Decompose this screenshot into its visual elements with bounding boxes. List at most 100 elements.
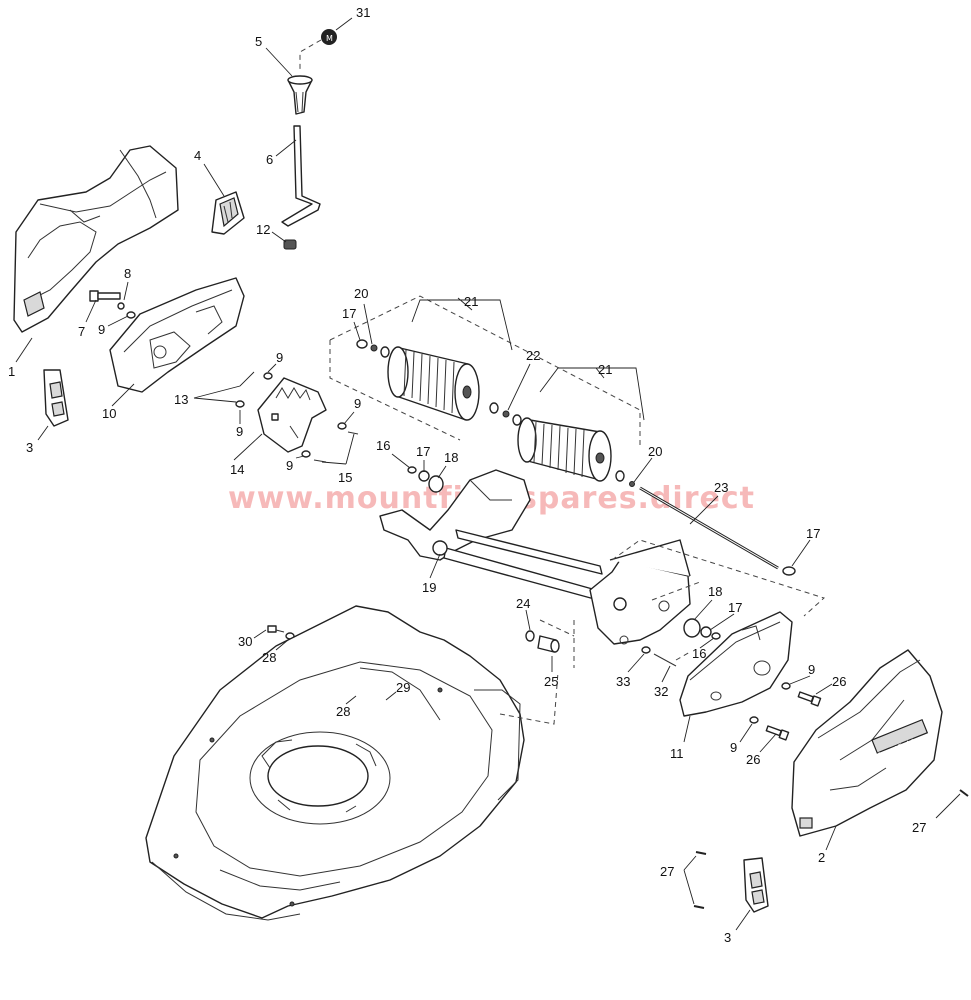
part-33-washer: [641, 646, 651, 654]
washer-16-b: [711, 632, 721, 640]
washer-9-right: [337, 422, 347, 430]
callout-9: 9: [730, 740, 737, 755]
callout-26: 26: [746, 752, 760, 767]
nut-letter: M: [326, 34, 333, 43]
part-21-roller-right: [517, 417, 612, 482]
callout-17: 17: [342, 306, 356, 321]
callout-27: 27: [660, 864, 674, 879]
callout-33: 33: [616, 674, 630, 689]
callout-21: 21: [598, 362, 612, 377]
callout-20: 20: [354, 286, 368, 301]
part-3-right-clip: [743, 857, 769, 913]
part-30-bolt: [267, 625, 285, 633]
washer-9-f: [781, 682, 791, 690]
part-6-rod: [281, 125, 321, 227]
bush-18-b: [683, 618, 701, 638]
callout-9: 9: [354, 396, 361, 411]
callout-23: 23: [714, 480, 728, 495]
callout-9: 9: [236, 424, 243, 439]
part-27-screw-top: [695, 851, 707, 855]
callout-20: 20: [648, 444, 662, 459]
callout-3: 3: [26, 440, 33, 455]
part-9-washer: [126, 311, 136, 319]
callout-25: 25: [544, 674, 558, 689]
part-21-roller-left: [387, 346, 480, 421]
callout-4: 4: [194, 148, 201, 163]
part-4-clip: [211, 191, 245, 235]
callout-16: 16: [692, 646, 706, 661]
callout-6: 6: [266, 152, 273, 167]
callout-9: 9: [286, 458, 293, 473]
part-3-left-clip: [43, 369, 69, 427]
callout-13: 13: [174, 392, 188, 407]
callout-9: 9: [98, 322, 105, 337]
part-27-screw-right: [959, 789, 969, 797]
part-24-nut: [525, 630, 535, 642]
callout-31: 31: [356, 5, 370, 20]
callout-3: 3: [724, 930, 731, 945]
callout-14: 14: [230, 462, 244, 477]
washer-16-a: [407, 466, 417, 474]
part-10-left-pivot-cover: [109, 277, 245, 393]
callout-18: 18: [444, 450, 458, 465]
washer-c: [512, 414, 522, 426]
callout-9: 9: [276, 350, 283, 365]
callout-30: 30: [238, 634, 252, 649]
washer-20-b: [629, 481, 635, 487]
callout-28: 28: [262, 650, 276, 665]
callout-29: 29: [396, 680, 410, 695]
part-14-height-bracket: [257, 377, 327, 453]
washer-22: [502, 410, 510, 418]
washer-9-g: [749, 716, 759, 724]
callout-labels: 31 5 6 4 12 8 7 9 1 10 3 13 9 9 14 9 9 1…: [8, 5, 926, 945]
callout-15: 15: [338, 470, 352, 485]
part-8-washer: [117, 302, 125, 310]
callout-16: 16: [376, 438, 390, 453]
callout-28: 28: [336, 704, 350, 719]
washer-9-top: [263, 372, 273, 380]
part-1-left-rear-cover: [13, 145, 179, 333]
callout-26: 26: [832, 674, 846, 689]
callout-17: 17: [416, 444, 430, 459]
callout-5: 5: [255, 34, 262, 49]
callout-27: 27: [912, 820, 926, 835]
washer-9-left: [235, 400, 245, 408]
callout-17: 17: [806, 526, 820, 541]
washer-17-d: [700, 626, 712, 638]
callout-11: 11: [670, 746, 684, 761]
callout-18: 18: [708, 584, 722, 599]
part-7-bolt: [89, 290, 121, 302]
washer-b: [489, 402, 499, 414]
callout-10: 10: [102, 406, 116, 421]
washer-17-a: [356, 339, 368, 349]
part-11-right-pivot-plate: [679, 611, 793, 717]
washer-9-lower: [301, 450, 311, 458]
callout-8: 8: [124, 266, 131, 281]
callout-32: 32: [654, 684, 668, 699]
callout-22: 22: [526, 348, 540, 363]
callout-9: 9: [808, 662, 815, 677]
washer-d: [615, 470, 625, 482]
part-12-spring: [283, 239, 297, 250]
callout-19: 19: [422, 580, 436, 595]
part-5-height-knob: [287, 75, 313, 115]
mower-deck: [145, 605, 525, 921]
callout-7: 7: [78, 324, 85, 339]
washer-20-a: [370, 344, 378, 352]
callout-2: 2: [818, 850, 825, 865]
part-26-bolt-a: [797, 691, 822, 707]
part-26-bolt-b: [765, 725, 790, 741]
part-25-spacer: [537, 635, 560, 653]
part-15-screws: [313, 431, 359, 463]
part-32-bolt: [653, 653, 677, 667]
callout-17: 17: [728, 600, 742, 615]
callout-12: 12: [256, 222, 270, 237]
washer-17-b: [418, 470, 430, 482]
callout-24: 24: [516, 596, 530, 611]
washer-a: [380, 346, 390, 358]
part-27-screw-bottom: [693, 905, 705, 909]
bush-18-a: [428, 475, 444, 493]
callout-21: 21: [464, 294, 478, 309]
callout-1: 1: [8, 364, 15, 379]
